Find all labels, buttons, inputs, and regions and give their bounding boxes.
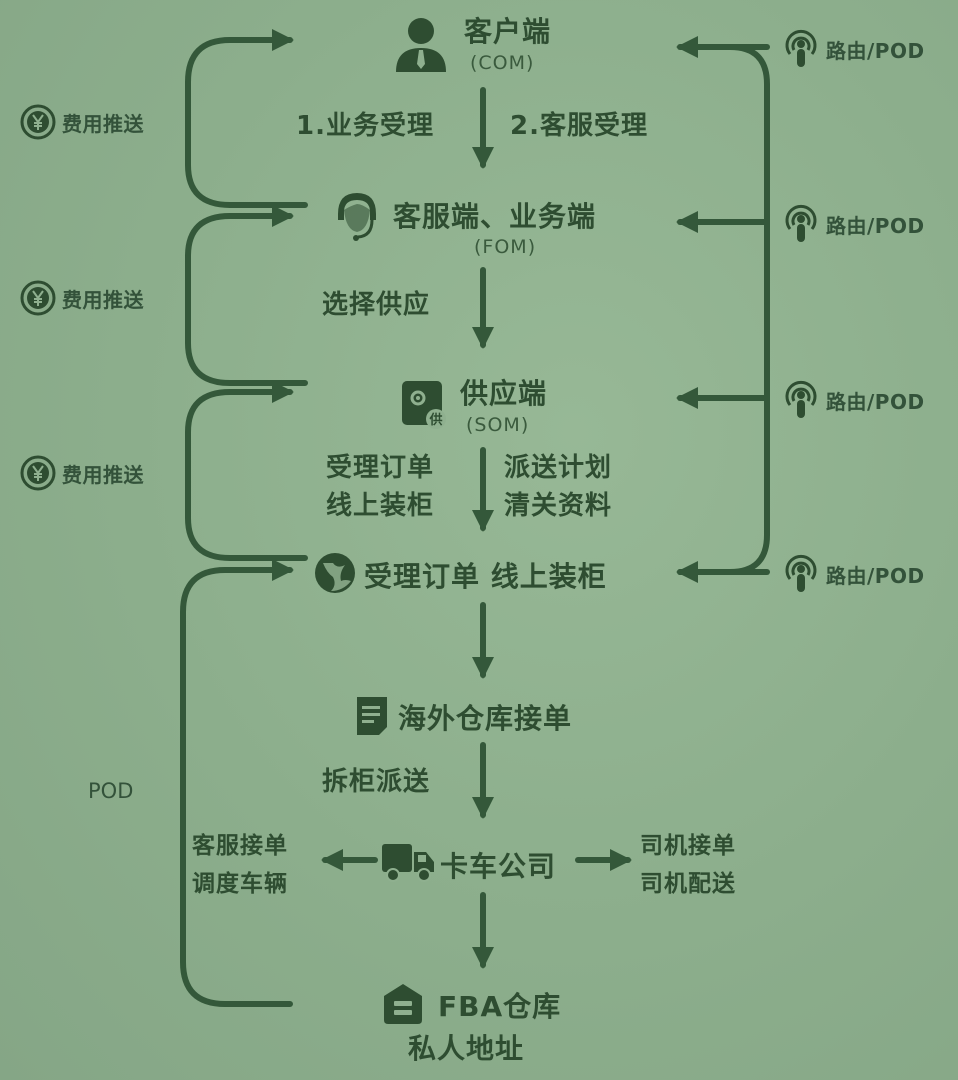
route-pod-item-4: 路由/POD [782,553,925,595]
yuan-coin-icon [20,280,56,316]
warehouse-icon [384,984,422,1024]
edge-truck-right-line2: 司机配送 [640,871,736,897]
fee-push-item-1: 费用推送 [20,104,144,140]
user-tie-icon [396,18,446,72]
supplier-badge: 供 [428,412,442,428]
edge-truck-right-line1: 司机接单 [640,833,736,859]
edge-service-intake: 2.客服受理 [510,111,648,141]
route-pod-label: 路由/POD [826,563,925,588]
node-som-title: 供应端 [460,377,548,410]
broadcast-icon [785,29,817,67]
edge-select-supplier: 选择供应 [322,290,431,320]
node-warehouse-title: 海外仓库接单 [398,702,573,735]
edge-som-right-line2: 清关资料 [504,491,613,521]
route-pod-label: 路由/POD [826,389,925,414]
fee-push-item-2: 费用推送 [20,280,144,316]
node-com-subtitle: (COM) [470,52,535,74]
node-som-subtitle: (SOM) [466,414,530,436]
node-fom-title: 客服端、业务端 [393,200,597,233]
route-pod-label: 路由/POD [826,213,925,238]
document-icon [357,697,387,735]
edge-som-left-line2: 线上装柜 [326,491,435,521]
node-fba-subtitle: 私人地址 [408,1032,525,1065]
edge-business-intake: 1.业务受理 [296,111,434,141]
node-truck-title: 卡车公司 [440,850,557,883]
broadcast-icon [785,380,817,418]
yuan-coin-icon [20,104,56,140]
pod-label: POD [88,779,134,803]
node-agent-title: 受理订单 线上装柜 [364,560,607,593]
headset-agent-icon [338,193,376,241]
yuan-coin-icon [20,455,56,491]
broadcast-icon [785,554,817,592]
truck-icon [382,844,434,882]
fee-push-label: 费用推送 [62,462,144,487]
broadcast-icon [785,204,817,242]
supplier-gear-icon: 供 [402,381,446,429]
edge-unload-deliver: 拆柜派送 [322,767,431,797]
route-pod-item-2: 路由/POD [782,203,925,245]
node-fba-title: FBA仓库 [438,990,562,1023]
edge-som-left-line1: 受理订单 [326,453,435,483]
node-com-title: 客户端 [464,15,552,48]
globe-icon [315,553,355,593]
edge-som-right-line1: 派送计划 [504,453,613,483]
edge-truck-left-line1: 客服接单 [192,833,288,859]
route-pod-label: 路由/POD [826,38,925,63]
route-pod-item-3: 路由/POD [782,379,925,421]
fee-push-label: 费用推送 [62,287,144,312]
fee-push-item-3: 费用推送 [20,455,144,491]
route-pod-item-1: 路由/POD [782,28,925,70]
edge-truck-left-line2: 调度车辆 [192,871,288,897]
node-fom-subtitle: (FOM) [474,236,537,258]
fee-push-label: 费用推送 [62,111,144,136]
